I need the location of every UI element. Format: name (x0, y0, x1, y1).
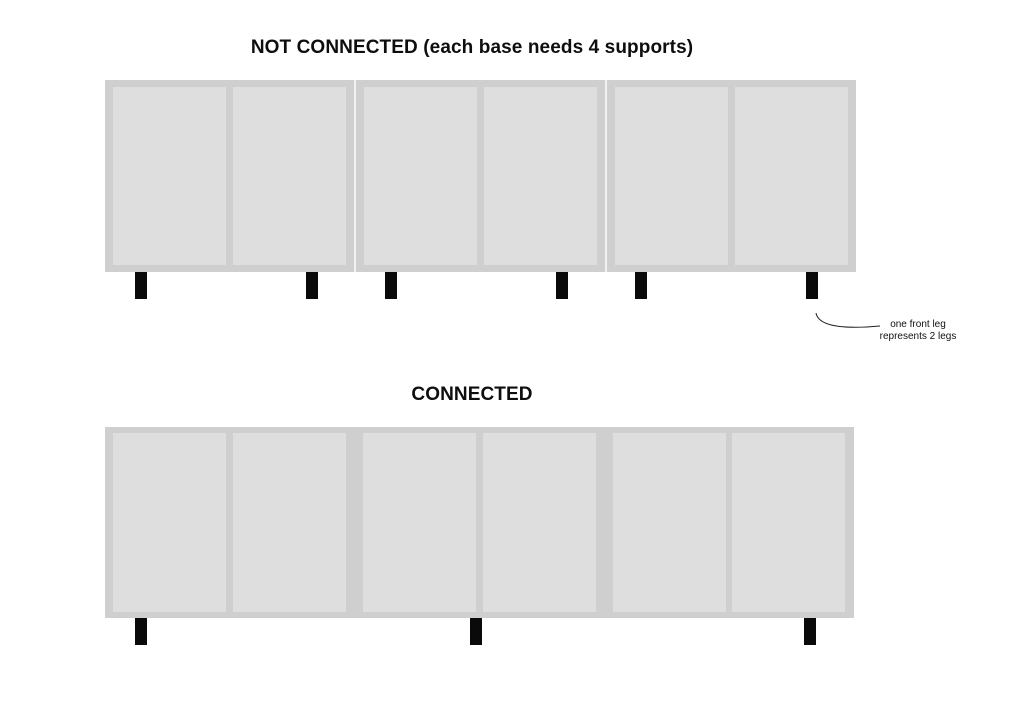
cabinet-door (363, 433, 476, 612)
cabinet-door (732, 433, 845, 612)
legs-annotation: one front leg represents 2 legs (872, 319, 964, 343)
leg (385, 272, 397, 299)
cabinet-door (484, 87, 597, 265)
leg (806, 272, 818, 299)
cabinet-base-3 (607, 80, 856, 272)
leg (635, 272, 647, 299)
connected-cabinet (105, 427, 854, 618)
cabinet-door (613, 433, 726, 612)
leg (804, 618, 816, 645)
cabinet-door (113, 433, 226, 612)
cabinet-door (735, 87, 848, 265)
connected-title: CONNECTED (411, 384, 533, 405)
leg (135, 618, 147, 645)
leg (470, 618, 482, 645)
cabinet-door (483, 433, 596, 612)
cabinet-door (113, 87, 226, 265)
not-connected-title: NOT CONNECTED (each base needs 4 support… (250, 37, 694, 58)
leg (135, 272, 147, 299)
annotation-line-1: one front leg (890, 319, 946, 330)
leg (556, 272, 568, 299)
cabinet-door (615, 87, 728, 265)
cabinet-base-1 (105, 80, 354, 272)
base-seam (354, 80, 356, 272)
cabinet-door (233, 433, 346, 612)
callout-line (815, 312, 881, 328)
leg (306, 272, 318, 299)
cabinet-door (364, 87, 477, 265)
annotation-line-2: represents 2 legs (879, 331, 957, 342)
cabinet-door (233, 87, 346, 265)
base-seam (605, 80, 607, 272)
cabinet-base-2 (356, 80, 605, 272)
